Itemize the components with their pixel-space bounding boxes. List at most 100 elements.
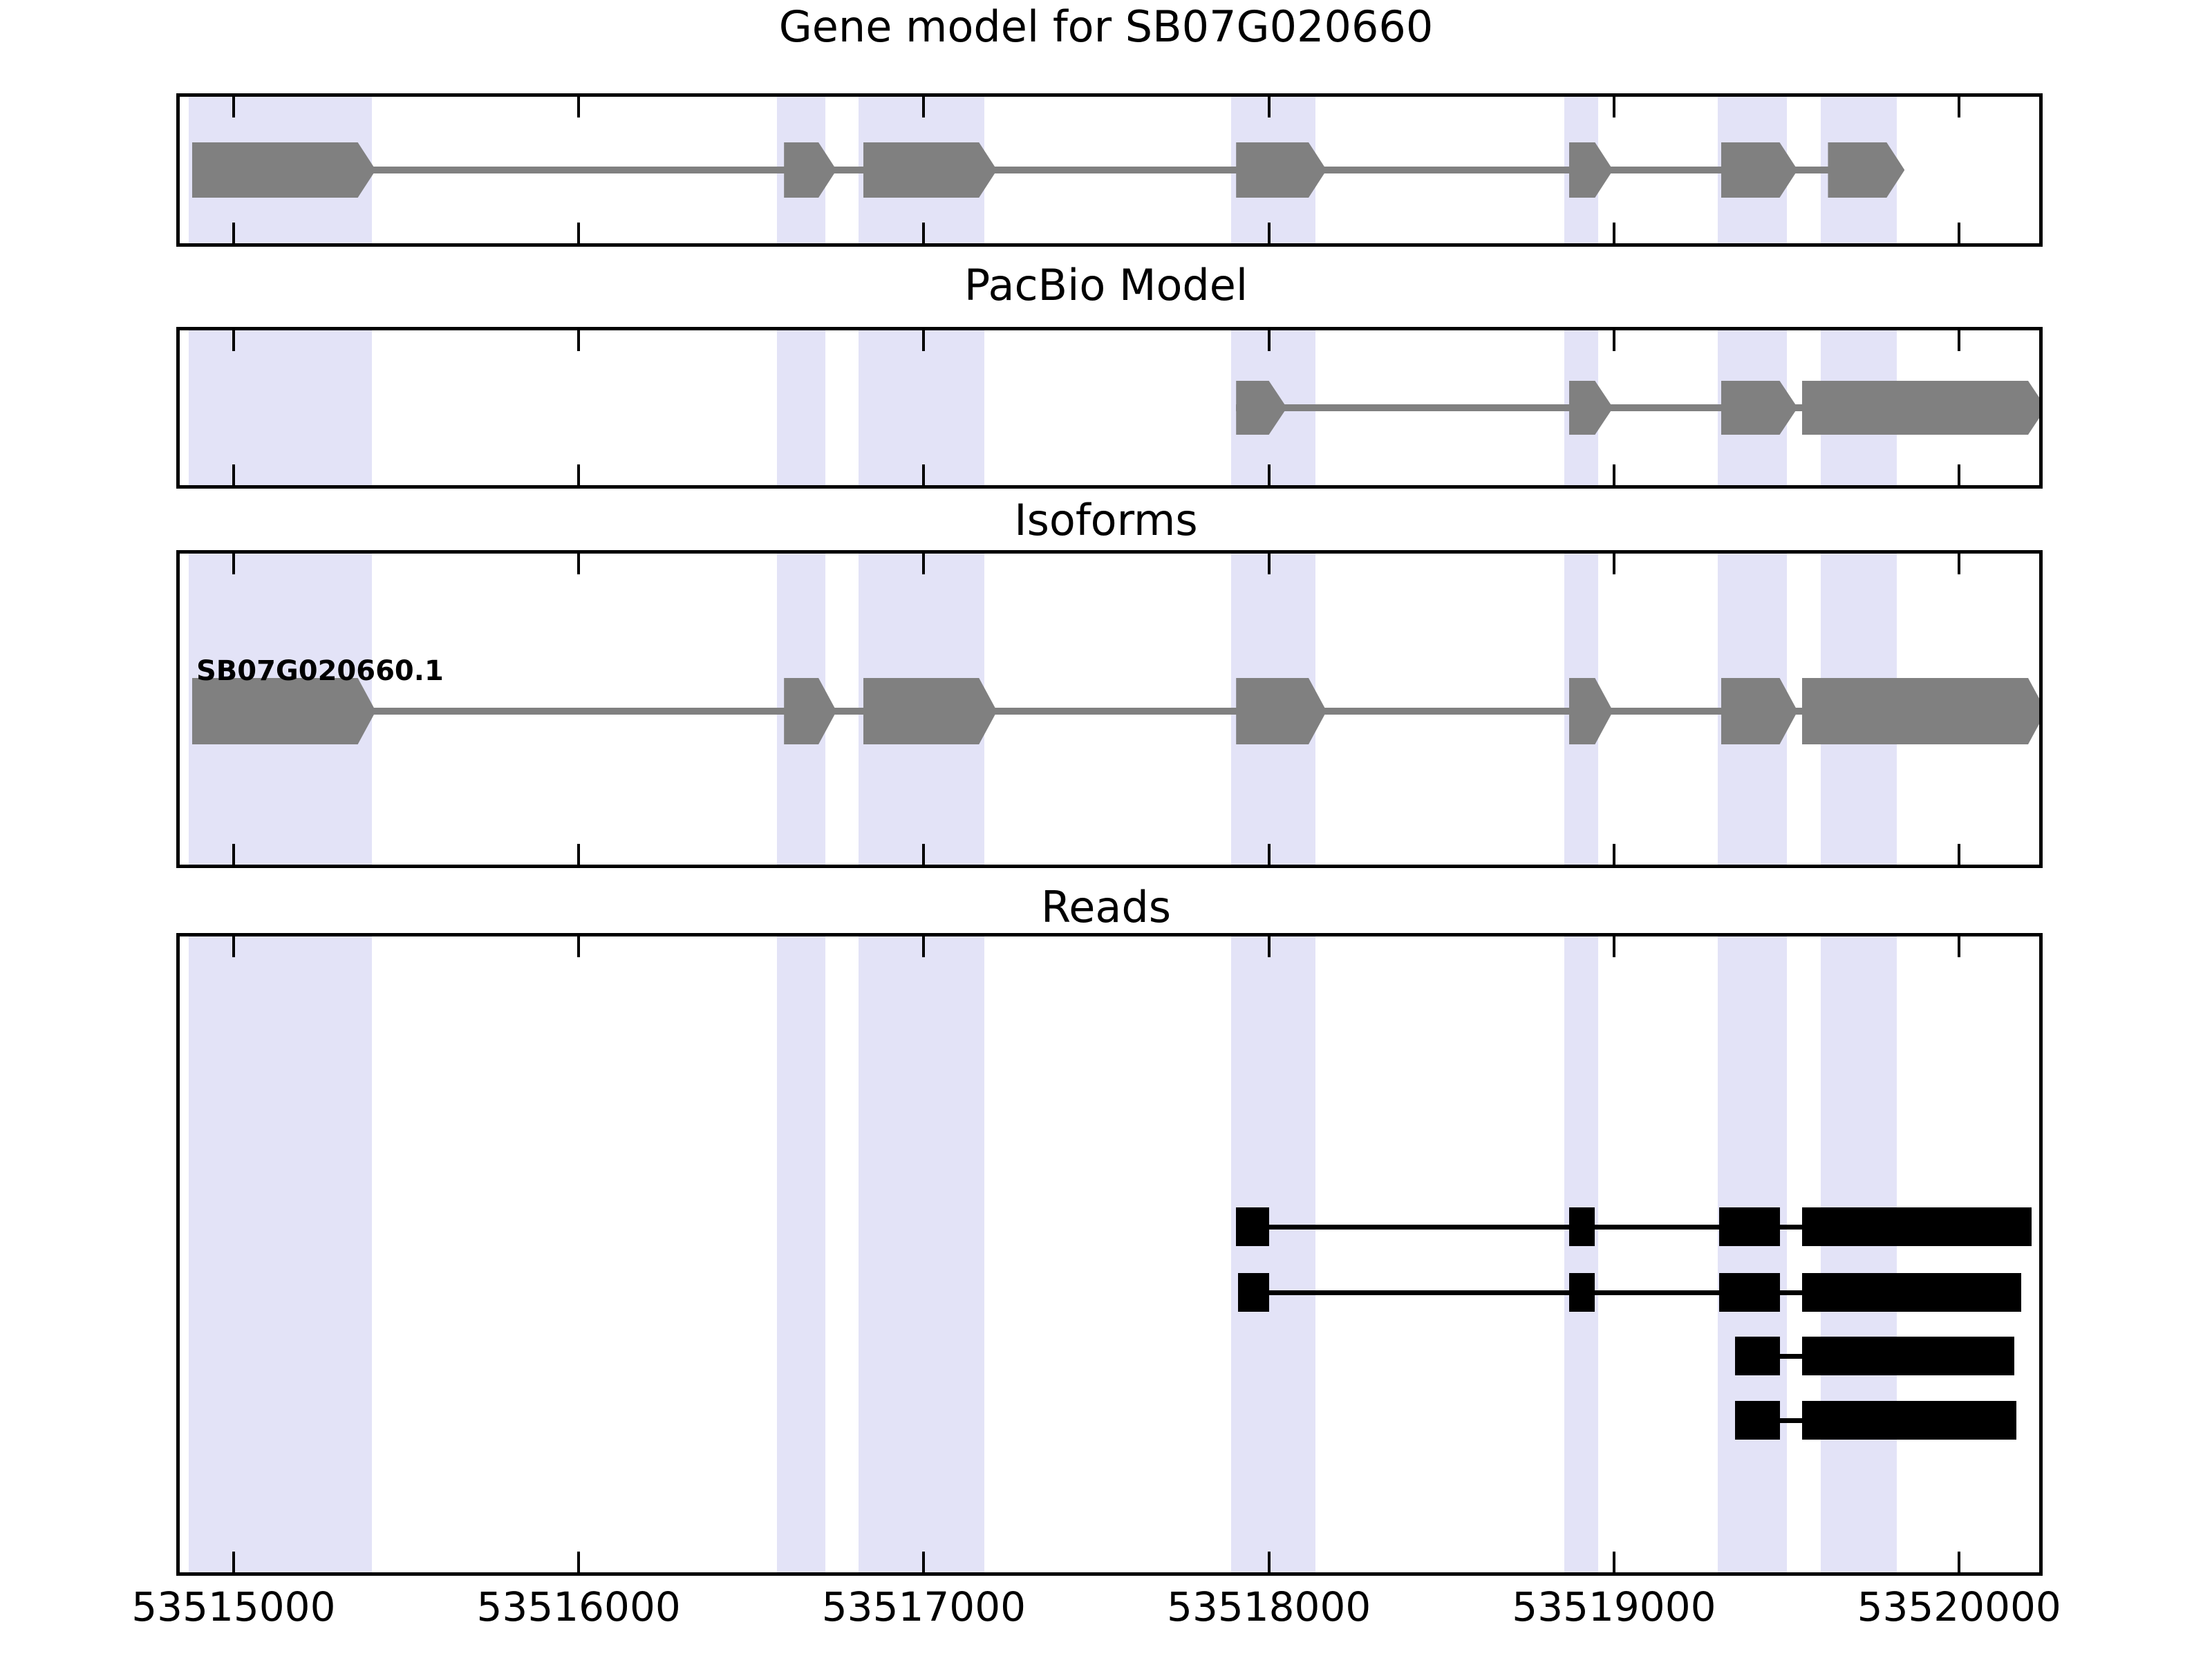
axis-tick	[1267, 97, 1271, 117]
axis-tick	[577, 936, 581, 957]
intron-line	[191, 708, 2029, 715]
highlight-band	[777, 330, 826, 485]
axis-tick	[1958, 554, 1961, 574]
exon-block[interactable]	[1802, 678, 2043, 744]
exon-block[interactable]	[1721, 678, 1798, 744]
axis-tick	[577, 97, 581, 117]
axis-tick	[1958, 97, 1961, 117]
read-exon-block[interactable]	[1237, 1273, 1269, 1312]
exon-block[interactable]	[1802, 381, 2043, 435]
highlight-band	[1717, 936, 1787, 1572]
axis-tick	[922, 223, 926, 243]
read-exon-block[interactable]	[1802, 1273, 2022, 1312]
exon-block[interactable]	[784, 142, 836, 198]
x-tick-label: 53515000	[131, 1583, 336, 1630]
read-exon-block[interactable]	[1802, 1401, 2016, 1440]
highlight-band	[858, 330, 984, 485]
x-tick-label: 53520000	[1857, 1583, 2061, 1630]
read-exon-block[interactable]	[1802, 1207, 2032, 1246]
read-exon-block[interactable]	[1719, 1207, 1780, 1246]
axis-tick	[577, 464, 581, 485]
panel-title-pacbio-model: PacBio Model	[964, 260, 1248, 310]
plot-area-reads	[180, 936, 2039, 1572]
axis-tick	[922, 844, 926, 865]
plot-area-pacbio-model	[180, 330, 2039, 485]
axis-tick	[232, 97, 235, 117]
plot-area-gene-model	[180, 97, 2039, 243]
axis-tick	[232, 936, 235, 957]
exon-block[interactable]	[863, 142, 997, 198]
read-intron-line	[1236, 1225, 2032, 1230]
read-exon-block[interactable]	[1734, 1401, 1780, 1440]
axis-tick	[922, 1552, 926, 1572]
exon-block[interactable]	[1828, 142, 1904, 198]
axis-tick	[1612, 97, 1615, 117]
axis-tick	[922, 97, 926, 117]
panel-title-isoforms: Isoforms	[1014, 495, 1198, 545]
axis-tick	[232, 223, 235, 243]
axis-tick	[1267, 464, 1271, 485]
axis-tick	[922, 464, 926, 485]
intron-line	[191, 167, 1887, 173]
axis-tick	[1958, 936, 1961, 957]
read-exon-block[interactable]	[1569, 1273, 1595, 1312]
axis-tick	[577, 223, 581, 243]
highlight-band	[777, 936, 826, 1572]
axis-tick	[1958, 844, 1961, 865]
axis-tick	[1612, 464, 1615, 485]
exon-block[interactable]	[784, 678, 836, 744]
axis-tick	[1612, 936, 1615, 957]
x-tick-label: 53519000	[1512, 1583, 1716, 1630]
axis-tick	[232, 554, 235, 574]
panel-title-gene-model: Gene model for SB07G020660	[778, 1, 1434, 52]
exon-block[interactable]	[1569, 142, 1613, 198]
panel-gene-model[interactable]	[176, 93, 2043, 247]
axis-tick	[1958, 464, 1961, 485]
panel-reads[interactable]	[176, 933, 2043, 1576]
exon-block[interactable]	[1721, 381, 1798, 435]
axis-tick	[1267, 1552, 1271, 1572]
highlight-band	[1230, 936, 1316, 1572]
read-exon-block[interactable]	[1719, 1273, 1780, 1312]
exon-block[interactable]	[1569, 678, 1613, 744]
axis-tick	[1267, 223, 1271, 243]
axis-tick	[232, 844, 235, 865]
highlight-band	[188, 936, 372, 1572]
axis-tick	[577, 330, 581, 351]
exon-block[interactable]	[1236, 142, 1327, 198]
exon-block[interactable]	[192, 142, 376, 198]
axis-tick	[1267, 554, 1271, 574]
panel-isoforms[interactable]: SB07G020660.1	[176, 550, 2043, 868]
panel-title-reads: Reads	[1040, 882, 1172, 932]
read-exon-block[interactable]	[1734, 1337, 1780, 1375]
axis-tick	[1958, 330, 1961, 351]
axis-tick	[922, 330, 926, 351]
axis-tick	[1612, 844, 1615, 865]
read-exon-block[interactable]	[1236, 1207, 1269, 1246]
panel-pacbio-model[interactable]	[176, 327, 2043, 489]
exon-block[interactable]	[1236, 678, 1327, 744]
exon-block[interactable]	[1569, 381, 1613, 435]
read-intron-line	[1237, 1290, 2022, 1295]
axis-tick	[1612, 554, 1615, 574]
axis-tick	[232, 330, 235, 351]
read-exon-block[interactable]	[1569, 1207, 1595, 1246]
highlight-band	[1564, 936, 1599, 1572]
exon-block[interactable]	[192, 678, 376, 744]
isoform-label: SB07G020660.1	[196, 655, 444, 687]
axis-tick	[1267, 330, 1271, 351]
axis-tick	[232, 1552, 235, 1572]
axis-tick	[1267, 844, 1271, 865]
read-exon-block[interactable]	[1802, 1337, 2015, 1375]
axis-tick	[232, 464, 235, 485]
exon-block[interactable]	[863, 678, 997, 744]
exon-block[interactable]	[1721, 142, 1798, 198]
axis-tick	[577, 554, 581, 574]
axis-tick	[577, 844, 581, 865]
axis-tick	[922, 936, 926, 957]
axis-tick	[1612, 330, 1615, 351]
axis-tick	[577, 1552, 581, 1572]
axis-tick	[1267, 936, 1271, 957]
